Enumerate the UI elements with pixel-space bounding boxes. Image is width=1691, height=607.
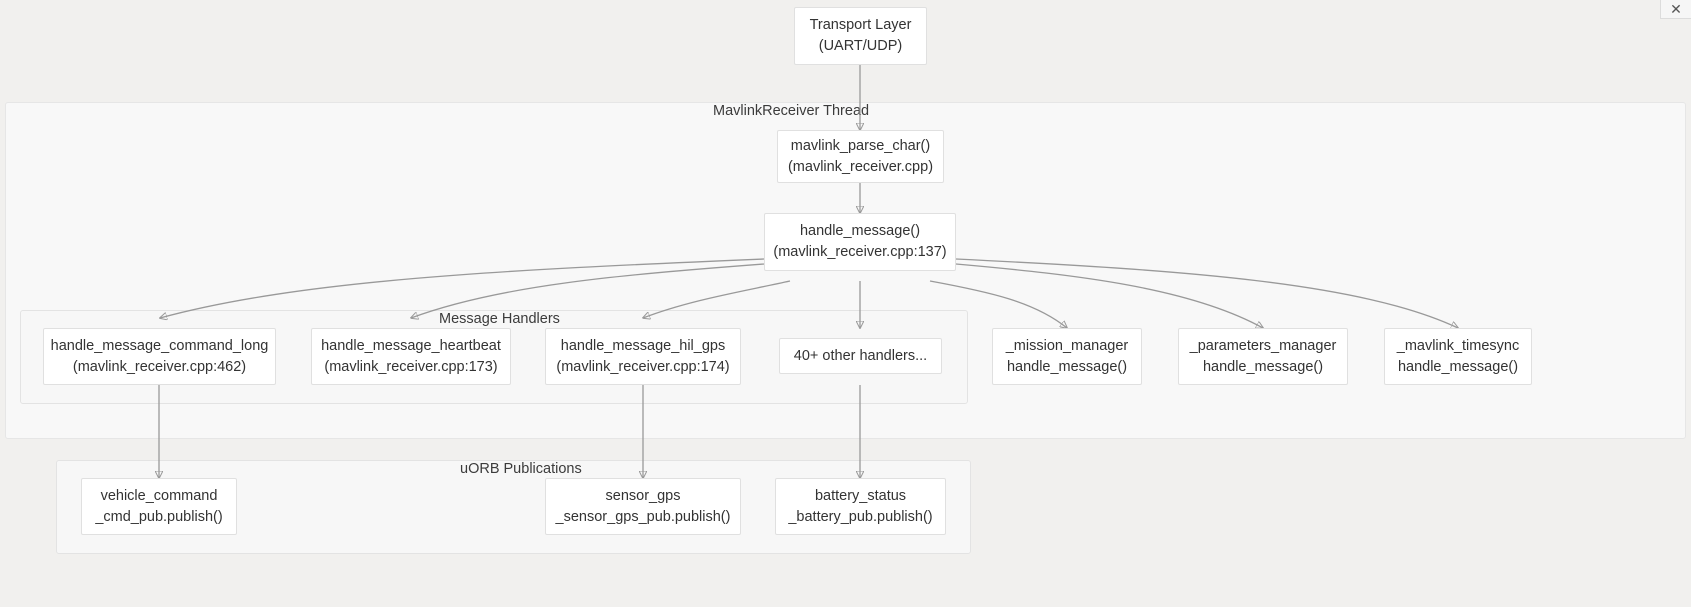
subgraph-label-mavlink-receiver-thread: MavlinkReceiver Thread: [713, 103, 870, 119]
node-mission-manager[interactable]: _mission_manager handle_message(): [992, 328, 1142, 385]
node-battery-status[interactable]: battery_status _battery_pub.publish(): [775, 478, 946, 535]
node-other-handlers[interactable]: 40+ other handlers...: [779, 338, 942, 374]
node-handle-message-heartbeat-line2: (mavlink_receiver.cpp:173): [324, 358, 498, 375]
node-sensor-gps-line2: _sensor_gps_pub.publish(): [555, 508, 731, 525]
node-handle-message-command-long[interactable]: handle_message_command_long (mavlink_rec…: [43, 328, 276, 385]
node-mavlink-parse-char[interactable]: mavlink_parse_char() (mavlink_receiver.c…: [777, 130, 944, 183]
node-handle-message-command-long-line1: handle_message_command_long: [50, 337, 269, 354]
close-icon[interactable]: ✕: [1660, 0, 1691, 19]
node-parameters-manager-line2: handle_message(): [1202, 358, 1324, 375]
subgraph-label-message-handlers: Message Handlers: [439, 311, 560, 327]
node-handle-message-line1: handle_message(): [799, 223, 921, 240]
node-handle-message-heartbeat-line1: handle_message_heartbeat: [321, 337, 501, 354]
node-mavlink-timesync-line2: handle_message(): [1397, 358, 1519, 375]
close-glyph: ✕: [1670, 1, 1682, 17]
node-battery-status-line2: _battery_pub.publish(): [788, 508, 933, 525]
node-mavlink-timesync[interactable]: _mavlink_timesync handle_message(): [1384, 328, 1532, 385]
node-handle-message-hil-gps[interactable]: handle_message_hil_gps (mavlink_receiver…: [545, 328, 741, 385]
node-mavlink-parse-char-line1: mavlink_parse_char(): [790, 137, 931, 154]
node-handle-message-command-long-line2: (mavlink_receiver.cpp:462): [72, 358, 247, 375]
node-sensor-gps[interactable]: sensor_gps _sensor_gps_pub.publish(): [545, 478, 741, 535]
node-handle-message-hil-gps-line1: handle_message_hil_gps: [560, 337, 726, 354]
node-battery-status-line1: battery_status: [814, 487, 907, 504]
node-parameters-manager[interactable]: _parameters_manager handle_message(): [1178, 328, 1348, 385]
node-other-handlers-line1: 40+ other handlers...: [793, 347, 928, 364]
subgraph-label-uorb-publications: uORB Publications: [460, 461, 582, 477]
node-transport-layer-line1: Transport Layer: [809, 17, 912, 34]
node-handle-message-hil-gps-line2: (mavlink_receiver.cpp:174): [556, 358, 730, 375]
node-vehicle-command-line2: _cmd_pub.publish(): [95, 508, 223, 525]
node-parameters-manager-line1: _parameters_manager: [1189, 337, 1337, 354]
node-handle-message[interactable]: handle_message() (mavlink_receiver.cpp:1…: [764, 213, 956, 271]
node-mission-manager-line1: _mission_manager: [1005, 337, 1129, 354]
node-vehicle-command-line1: vehicle_command: [100, 487, 218, 504]
node-mission-manager-line2: handle_message(): [1006, 358, 1128, 375]
node-handle-message-heartbeat[interactable]: handle_message_heartbeat (mavlink_receiv…: [311, 328, 511, 385]
node-transport-layer-line2: (UART/UDP): [818, 38, 903, 54]
node-vehicle-command[interactable]: vehicle_command _cmd_pub.publish(): [81, 478, 237, 535]
node-transport-layer[interactable]: Transport Layer (UART/UDP): [794, 7, 927, 65]
node-mavlink-timesync-line1: _mavlink_timesync: [1396, 337, 1520, 354]
node-sensor-gps-line1: sensor_gps: [605, 487, 681, 504]
node-handle-message-line2: (mavlink_receiver.cpp:137): [773, 244, 947, 260]
node-mavlink-parse-char-line2: (mavlink_receiver.cpp): [787, 158, 934, 175]
